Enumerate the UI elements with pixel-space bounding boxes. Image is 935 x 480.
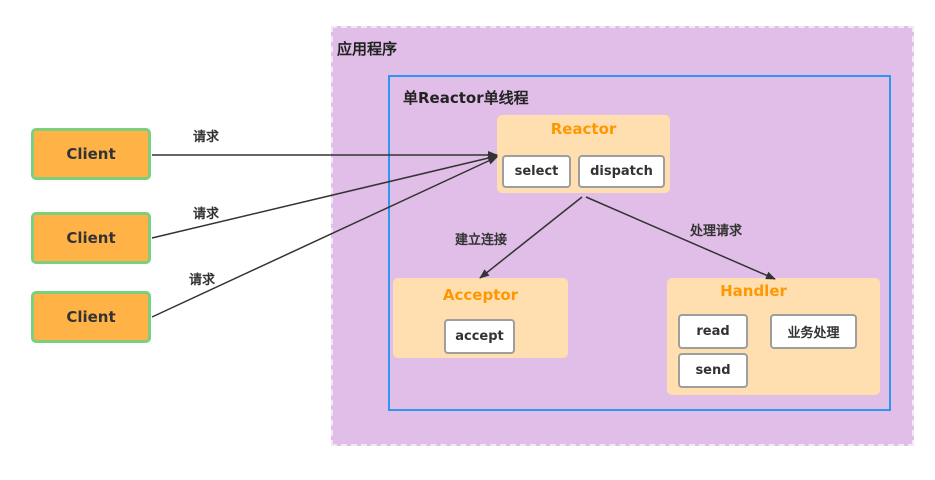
send-op: send [678, 353, 748, 388]
client-1: Client [31, 128, 151, 180]
client-2-request-arrow [151, 154, 498, 239]
application-title: 应用程序 [337, 40, 398, 58]
single-reactor-thread-container [388, 75, 891, 411]
business-logic-op: 业务处理 [770, 314, 857, 349]
thread-title: 单Reactor单线程 [403, 89, 529, 107]
handler-title: Handler [720, 282, 787, 300]
client-2-request-label: 请求 [193, 207, 220, 222]
dispatch-op: dispatch [578, 155, 665, 188]
read-op: read [678, 314, 748, 349]
client-1-request-label: 请求 [193, 130, 220, 145]
acceptor-title: Acceptor [442, 286, 519, 304]
client-2: Client [31, 212, 151, 264]
client-3: Client [31, 291, 151, 343]
establish-connection-label: 建立连接 [455, 233, 508, 248]
client-3-request-label: 请求 [189, 273, 216, 288]
accept-op: accept [444, 319, 515, 354]
reactor-title: Reactor [550, 120, 617, 138]
dispatch-to-handler-arrow [585, 196, 776, 280]
select-op: select [502, 155, 571, 188]
dispatch-to-acceptor-arrow [479, 196, 583, 279]
handle-request-label: 处理请求 [690, 224, 743, 239]
client-3-request-arrow [151, 156, 498, 318]
